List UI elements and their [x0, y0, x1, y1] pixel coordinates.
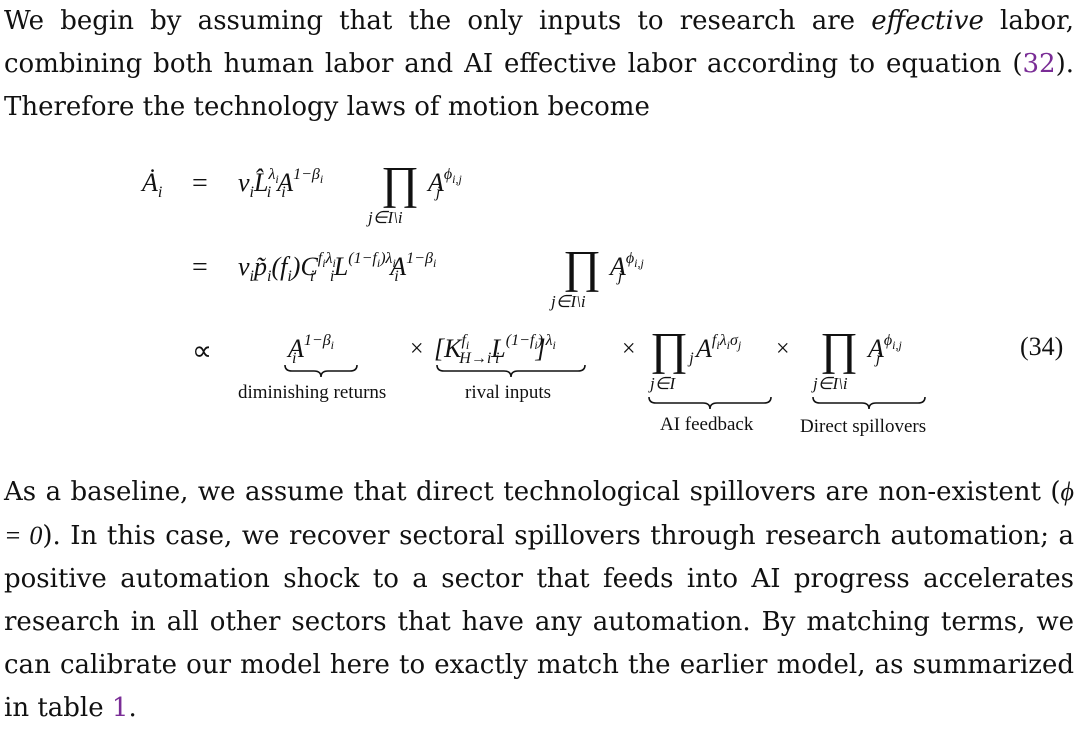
eq-line1-terms: νiL̂λii A1−βii: [238, 166, 324, 201]
label-ai-feedback: AI feedback: [660, 414, 754, 435]
underbrace-rival: [436, 364, 586, 378]
product-symbol-2: ∏: [563, 241, 601, 292]
underbrace-direct: [812, 396, 926, 410]
phi-equals-zero: ϕ = 0: [4, 477, 1074, 550]
eq-times-2: ×: [622, 336, 636, 362]
eq-equals-1: =: [192, 168, 208, 199]
intro-text-3: ). Therefore the technology laws of moti…: [4, 49, 1074, 122]
intro-paragraph: We begin by assuming that the only input…: [4, 0, 1074, 129]
table-reference-link[interactable]: 1: [111, 693, 129, 723]
product-index-2: j∈I\i: [551, 292, 586, 311]
emphasis-effective: effective: [871, 6, 984, 36]
label-direct-spillovers: Direct spillovers: [800, 416, 927, 437]
eq-line1-A-phi: Aϕi,jj: [428, 166, 462, 201]
baseline-text-1: As a baseline, we assume that direct tec…: [4, 477, 1061, 507]
product-index-3b: j∈I\i: [813, 374, 848, 393]
eq-line2-A-phi: Aϕi,jj: [610, 250, 644, 285]
intro-text-1: We begin by assuming that the only input…: [4, 6, 872, 36]
product-index-1: j∈I\i: [368, 208, 403, 227]
intro-text-2: labor, combining both human labor and AI…: [4, 6, 1075, 79]
eq-proportional: ∝: [192, 336, 213, 367]
eq-equals-2: =: [192, 252, 208, 283]
eq-line3-rival: [KfiH→iL(1−fi)i]λi: [434, 332, 556, 367]
baseline-text-2: ). In this case, we recover sectoral spi…: [4, 521, 1074, 723]
eq-times-3: ×: [776, 336, 790, 362]
baseline-paragraph: As a baseline, we assume that direct tec…: [4, 470, 1074, 730]
baseline-text-3: .: [128, 693, 137, 723]
underbrace-diminishing: [284, 364, 358, 378]
equation-number: (34): [1020, 332, 1064, 361]
product-symbol-4: ∏: [820, 323, 858, 374]
eq-line3-A: A1−βii: [288, 332, 334, 367]
underbrace-ai-feedback: [648, 396, 772, 410]
product-symbol-3: ∏: [650, 323, 688, 374]
eq-times-1: ×: [410, 336, 424, 362]
label-diminishing-returns: diminishing returns: [238, 382, 387, 403]
label-rival-inputs: rival inputs: [465, 382, 552, 403]
eq-lhs-Adot: Ȧi: [142, 168, 163, 201]
product-symbol-1: ∏: [381, 157, 419, 208]
equation-reference-link[interactable]: 32: [1022, 49, 1056, 79]
eq-line3-A-phi: Aϕi,jj: [868, 332, 902, 367]
product-index-3a: j∈I: [650, 374, 676, 393]
